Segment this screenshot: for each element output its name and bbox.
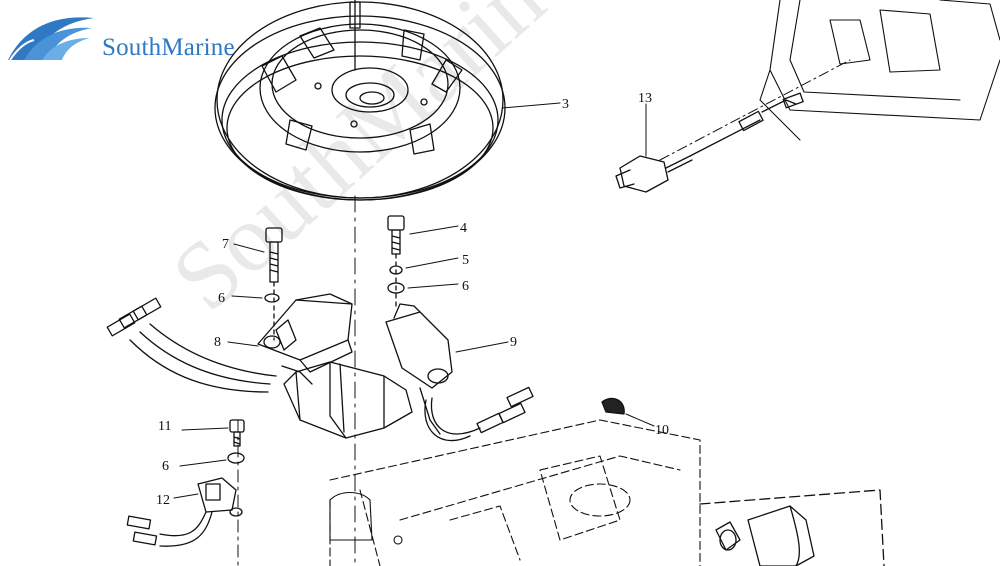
brand-logo: SouthMarine <box>4 8 304 64</box>
lock-washer-5 <box>389 265 403 275</box>
engine-block <box>329 419 701 566</box>
callout-11: 11 <box>158 419 171 434</box>
spark-plug-cap <box>699 489 885 566</box>
callout-7: 7 <box>222 237 229 252</box>
washer-6a <box>264 293 280 303</box>
flywheel <box>214 0 506 201</box>
wire-harness-right <box>424 386 534 442</box>
callout-6-right: 6 <box>462 279 469 294</box>
callout-9: 9 <box>510 335 517 350</box>
washer-6b <box>387 282 405 294</box>
callout-10: 10 <box>655 423 669 438</box>
wire-harness-left <box>106 297 277 393</box>
charge-coil <box>257 293 353 385</box>
wave-logo-icon <box>8 17 94 61</box>
woodruff-key <box>601 397 625 415</box>
washer-6c <box>227 452 245 464</box>
callout-8: 8 <box>214 335 221 350</box>
callout-12: 12 <box>156 493 170 508</box>
callout-6-left: 6 <box>218 291 225 306</box>
screw-11 <box>229 419 245 447</box>
bolt-7 <box>265 227 283 341</box>
temperature-sensor <box>615 92 804 193</box>
callout-5: 5 <box>462 253 469 268</box>
brand-name: SouthMarine <box>102 34 235 61</box>
ignition-coil-block <box>283 361 413 439</box>
thermo-switch <box>126 477 243 547</box>
callout-6-bottom: 6 <box>162 459 169 474</box>
callout-4: 4 <box>460 221 467 236</box>
pulser-coil <box>385 303 453 435</box>
callout-13: 13 <box>638 91 652 106</box>
bolt-4 <box>387 215 405 311</box>
callout-3: 3 <box>562 97 569 112</box>
cylinder-head <box>759 0 1000 141</box>
